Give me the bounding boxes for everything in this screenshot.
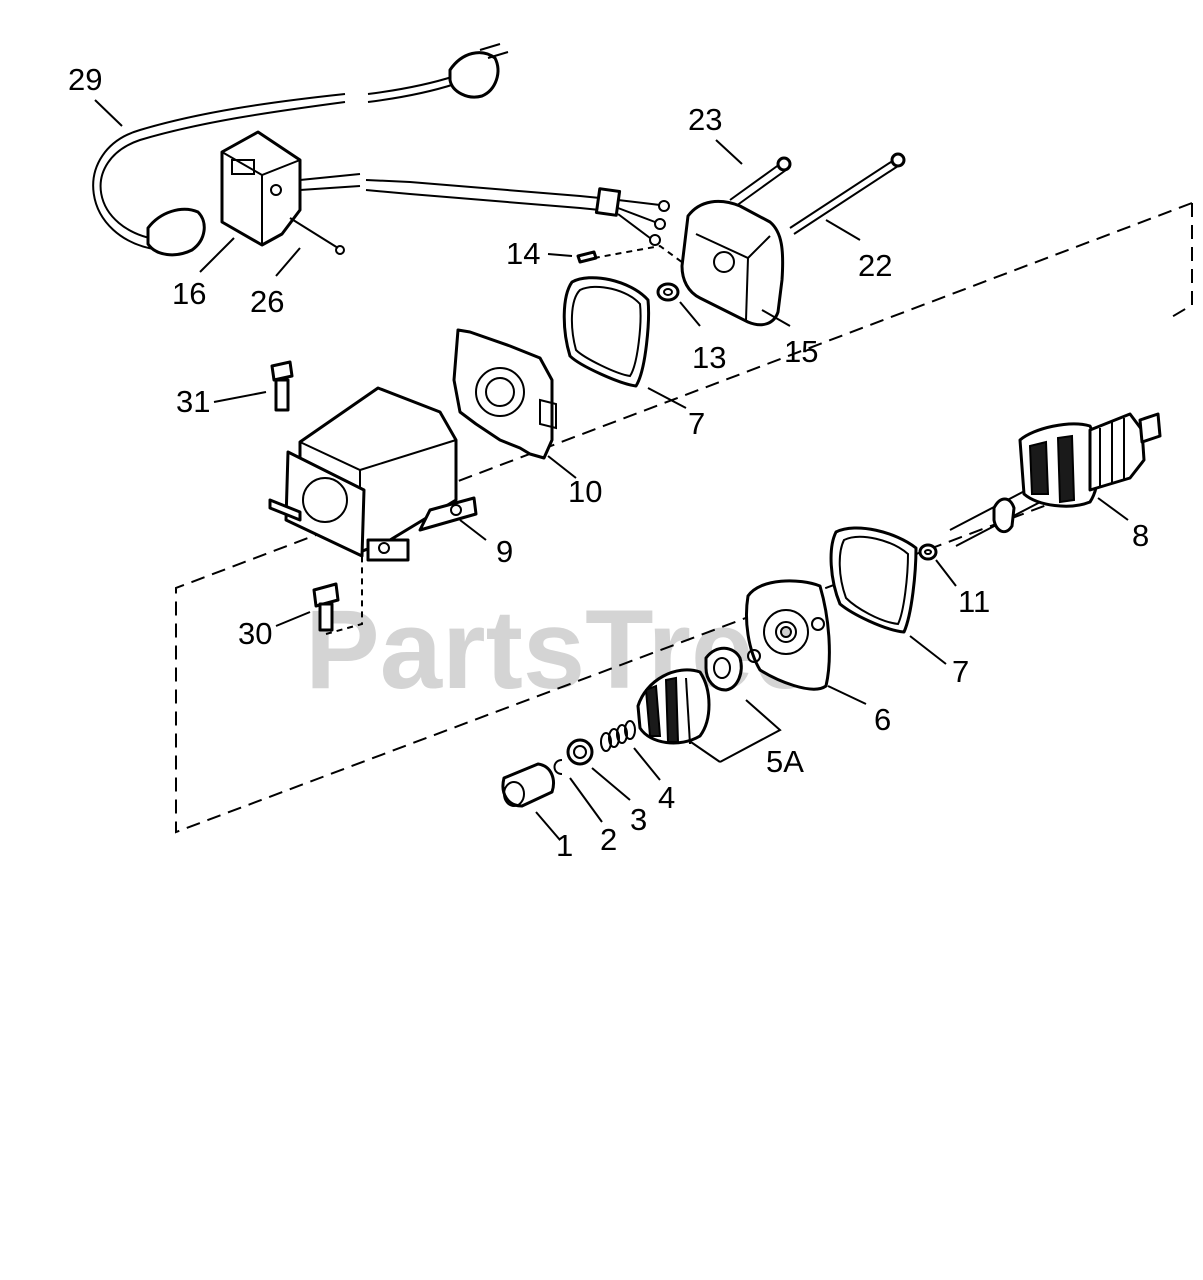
- screw-part-14: [576, 250, 598, 264]
- callout-23: 23: [688, 102, 722, 137]
- screw-part-26: [289, 217, 345, 255]
- gasket-part-7-upper: [562, 276, 650, 388]
- assembly-outline: [175, 202, 1193, 834]
- switch-box-part-16: [220, 130, 601, 247]
- motor-housing-part-9: [268, 386, 478, 562]
- callout-16: 16: [172, 276, 206, 311]
- retaining-ring-part-2: [553, 759, 563, 775]
- callout-1: 1: [556, 828, 573, 863]
- callout-8: 8: [1132, 518, 1149, 553]
- drive-pinion-part-5A: [636, 646, 743, 745]
- bolt-part-22: [789, 152, 906, 235]
- callout-13: 13: [692, 340, 726, 375]
- callout-31: 31: [176, 384, 210, 419]
- drive-end-plate-part-6: [745, 579, 831, 691]
- callout-4: 4: [658, 780, 675, 815]
- bolt-part-31: [270, 360, 294, 412]
- callout-2: 2: [600, 822, 617, 857]
- callout-26: 26: [250, 284, 284, 319]
- callout-3: 3: [630, 802, 647, 837]
- callout-10: 10: [568, 474, 602, 509]
- callout-29: 29: [68, 62, 102, 97]
- end-cap-part-15: [680, 199, 785, 327]
- callout-14: 14: [506, 236, 540, 271]
- armature-part-8: [949, 412, 1162, 547]
- callout-11: 11: [958, 584, 990, 619]
- callout-6: 6: [874, 702, 891, 737]
- callout-15: 15: [784, 334, 818, 369]
- callout-9: 9: [496, 534, 513, 569]
- watermark-text: PartsTree: [305, 587, 816, 712]
- washer-part-11: [918, 543, 938, 561]
- brush-plate-part-10: [452, 328, 557, 460]
- callout-30: 30: [238, 616, 272, 651]
- callout-labels: 29 23 14 22 16 26 13 15 31 7 10 9 8 11 3…: [68, 62, 1149, 863]
- callout-7-lower: 7: [952, 654, 969, 689]
- bolt-part-30: [312, 540, 363, 635]
- callout-22: 22: [858, 248, 892, 283]
- callout-5A: 5A: [766, 744, 804, 779]
- leader-lines: [94, 99, 1129, 841]
- gasket-part-7-lower: [829, 526, 918, 634]
- cap-part-1: [501, 762, 555, 808]
- callout-7-upper: 7: [688, 406, 705, 441]
- bolt-part-23: [729, 156, 792, 207]
- power-cord-part-29: [92, 43, 509, 257]
- wire-connector: [594, 187, 670, 246]
- spring-part-4: [600, 720, 636, 752]
- washer-part-13: [656, 282, 680, 302]
- collar-part-3: [566, 738, 594, 766]
